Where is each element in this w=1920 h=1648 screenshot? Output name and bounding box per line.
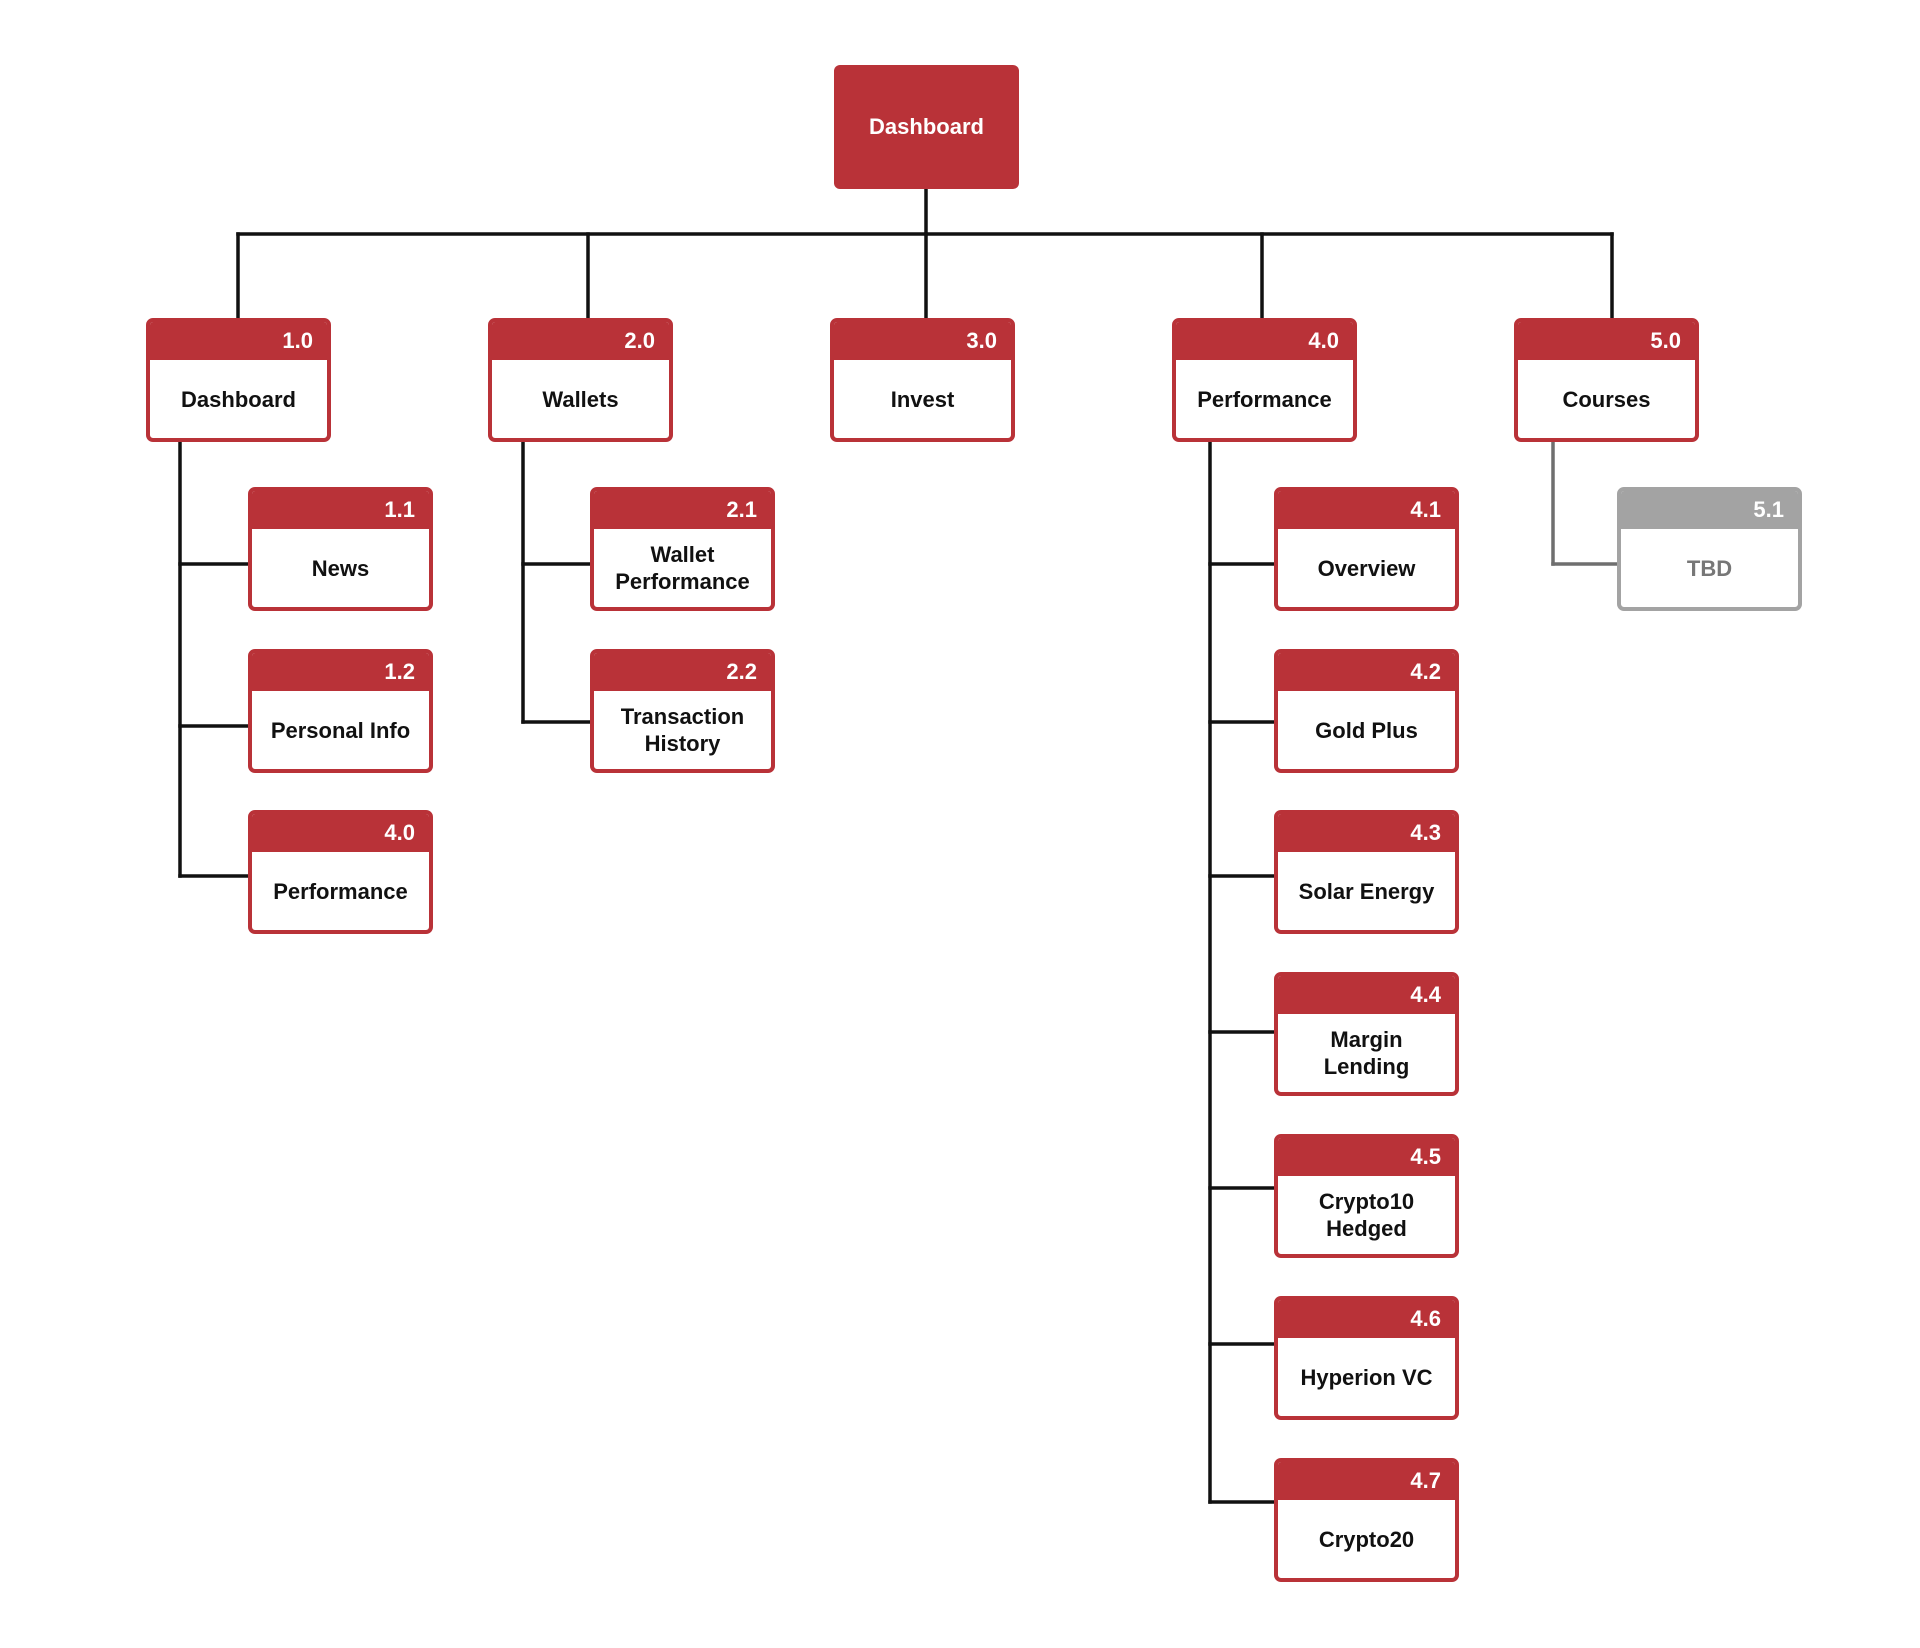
child-node-crypto10-hedged[interactable]: 4.5 Crypto10 Hedged	[1274, 1134, 1459, 1258]
child-node-gold-plus[interactable]: 4.2 Gold Plus	[1274, 649, 1459, 773]
child-node-wallet-performance[interactable]: 2.1 Wallet Performance	[590, 487, 775, 611]
child-node-news[interactable]: 1.1 News	[248, 487, 433, 611]
branch-node-courses[interactable]: 5.0 Courses	[1514, 318, 1699, 442]
node-label: Wallet Performance	[615, 542, 750, 594]
node-number: 4.3	[1278, 814, 1455, 852]
node-label: Courses	[1562, 386, 1651, 412]
node-label: News	[311, 555, 370, 581]
child-node-crypto20[interactable]: 4.7 Crypto20	[1274, 1458, 1459, 1582]
node-number: 4.4	[1278, 976, 1455, 1014]
node-label: Overview	[1317, 555, 1416, 581]
root-node-dashboard[interactable]: Dashboard	[834, 65, 1019, 189]
node-number: 4.0	[252, 814, 429, 852]
node-label: Margin Lending	[1323, 1027, 1410, 1079]
child-node-performance[interactable]: 4.0 Performance	[248, 810, 433, 934]
branch-node-performance[interactable]: 4.0 Performance	[1172, 318, 1357, 442]
child-node-solar-energy[interactable]: 4.3 Solar Energy	[1274, 810, 1459, 934]
node-label: Crypto10 Hedged	[1318, 1189, 1415, 1241]
node-label: Wallets	[542, 386, 619, 412]
node-label: TBD	[1686, 555, 1733, 581]
node-number: 2.2	[594, 653, 771, 691]
node-label: Gold Plus	[1315, 717, 1418, 743]
node-label: Transaction History	[620, 704, 745, 756]
node-label: Dashboard	[181, 386, 296, 412]
node-number: 2.0	[492, 322, 669, 360]
node-number: 1.0	[150, 322, 327, 360]
child-node-transaction-history[interactable]: 2.2 Transaction History	[590, 649, 775, 773]
child-node-overview[interactable]: 4.1 Overview	[1274, 487, 1459, 611]
child-node-tbd[interactable]: 5.1 TBD	[1617, 487, 1802, 611]
node-number: 1.1	[252, 491, 429, 529]
node-label: Performance	[273, 878, 408, 904]
node-number: 1.2	[252, 653, 429, 691]
node-number: 4.7	[1278, 1462, 1455, 1500]
node-label: Invest	[890, 386, 955, 412]
node-label: Performance	[1197, 386, 1332, 412]
node-number: 3.0	[834, 322, 1011, 360]
child-node-hyperion-vc[interactable]: 4.6 Hyperion VC	[1274, 1296, 1459, 1420]
node-number: 4.5	[1278, 1138, 1455, 1176]
node-label: Hyperion VC	[1300, 1364, 1433, 1390]
node-number: 4.0	[1176, 322, 1353, 360]
branch-node-dashboard[interactable]: 1.0 Dashboard	[146, 318, 331, 442]
node-label: Solar Energy	[1298, 878, 1435, 904]
child-node-personal-info[interactable]: 1.2 Personal Info	[248, 649, 433, 773]
node-number: 4.1	[1278, 491, 1455, 529]
node-label: Crypto20	[1318, 1526, 1415, 1552]
child-node-margin-lending[interactable]: 4.4 Margin Lending	[1274, 972, 1459, 1096]
node-number: 4.2	[1278, 653, 1455, 691]
node-number: 5.1	[1621, 491, 1798, 529]
node-number: 4.6	[1278, 1300, 1455, 1338]
node-number: 2.1	[594, 491, 771, 529]
branch-node-invest[interactable]: 3.0 Invest	[830, 318, 1015, 442]
node-label: Personal Info	[270, 717, 411, 743]
branch-node-wallets[interactable]: 2.0 Wallets	[488, 318, 673, 442]
root-node-label: Dashboard	[869, 114, 984, 139]
node-number: 5.0	[1518, 322, 1695, 360]
